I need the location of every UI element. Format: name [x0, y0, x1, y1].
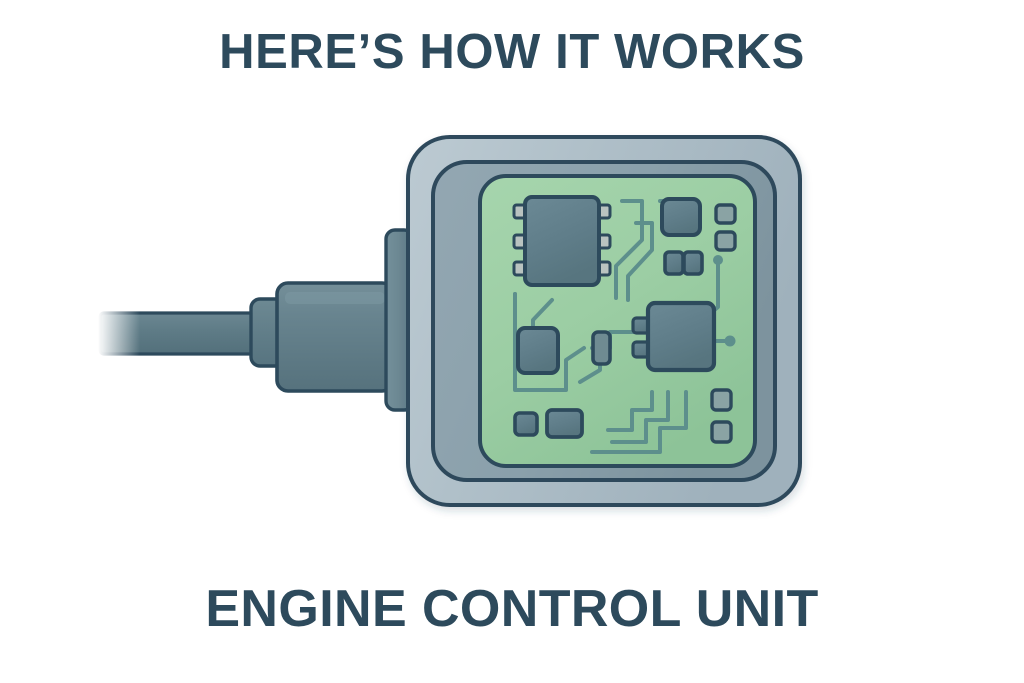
- chip-processor: [631, 300, 717, 373]
- resistor-vertical: [591, 330, 612, 366]
- cable-assembly: [98, 228, 415, 412]
- harness-cable: [98, 305, 267, 363]
- cap-pair-right: [682, 250, 704, 276]
- cable-fade-mask: [98, 305, 140, 363]
- ic-main-dip-body: [523, 195, 601, 287]
- pad-top-right-2: [714, 230, 737, 252]
- trace-secondary-diagonal: [626, 221, 654, 302]
- component-bottom-wide: [545, 408, 584, 439]
- cap-pair: [663, 250, 704, 276]
- trace-bottom-step-2: [610, 390, 670, 444]
- trace-left-loop-lower: [513, 292, 586, 392]
- pad-top-right-1: [714, 203, 737, 225]
- processor-body: [645, 300, 717, 373]
- trace-bottom-step-3: [590, 390, 688, 454]
- page-headline: HERE’S HOW IT WORKS: [219, 25, 805, 79]
- chip-top-right: [660, 197, 702, 237]
- page-caption: ENGINE CONTROL UNIT: [205, 580, 819, 638]
- cap-pair-left: [663, 250, 685, 276]
- printed-circuit-board: [478, 174, 757, 468]
- trace-bottom-step-1: [606, 390, 654, 432]
- pad-bottom-right-1: [710, 388, 733, 412]
- via-node-1: [713, 255, 723, 265]
- component-bottom-small: [513, 411, 539, 437]
- via-node-2: [724, 335, 736, 347]
- pad-bottom-right-2: [710, 420, 733, 444]
- ic-main-dip: [512, 195, 612, 287]
- chip-mid-left: [516, 326, 560, 375]
- connector-highlight: [285, 292, 385, 304]
- trace-ic-to-center: [614, 199, 644, 300]
